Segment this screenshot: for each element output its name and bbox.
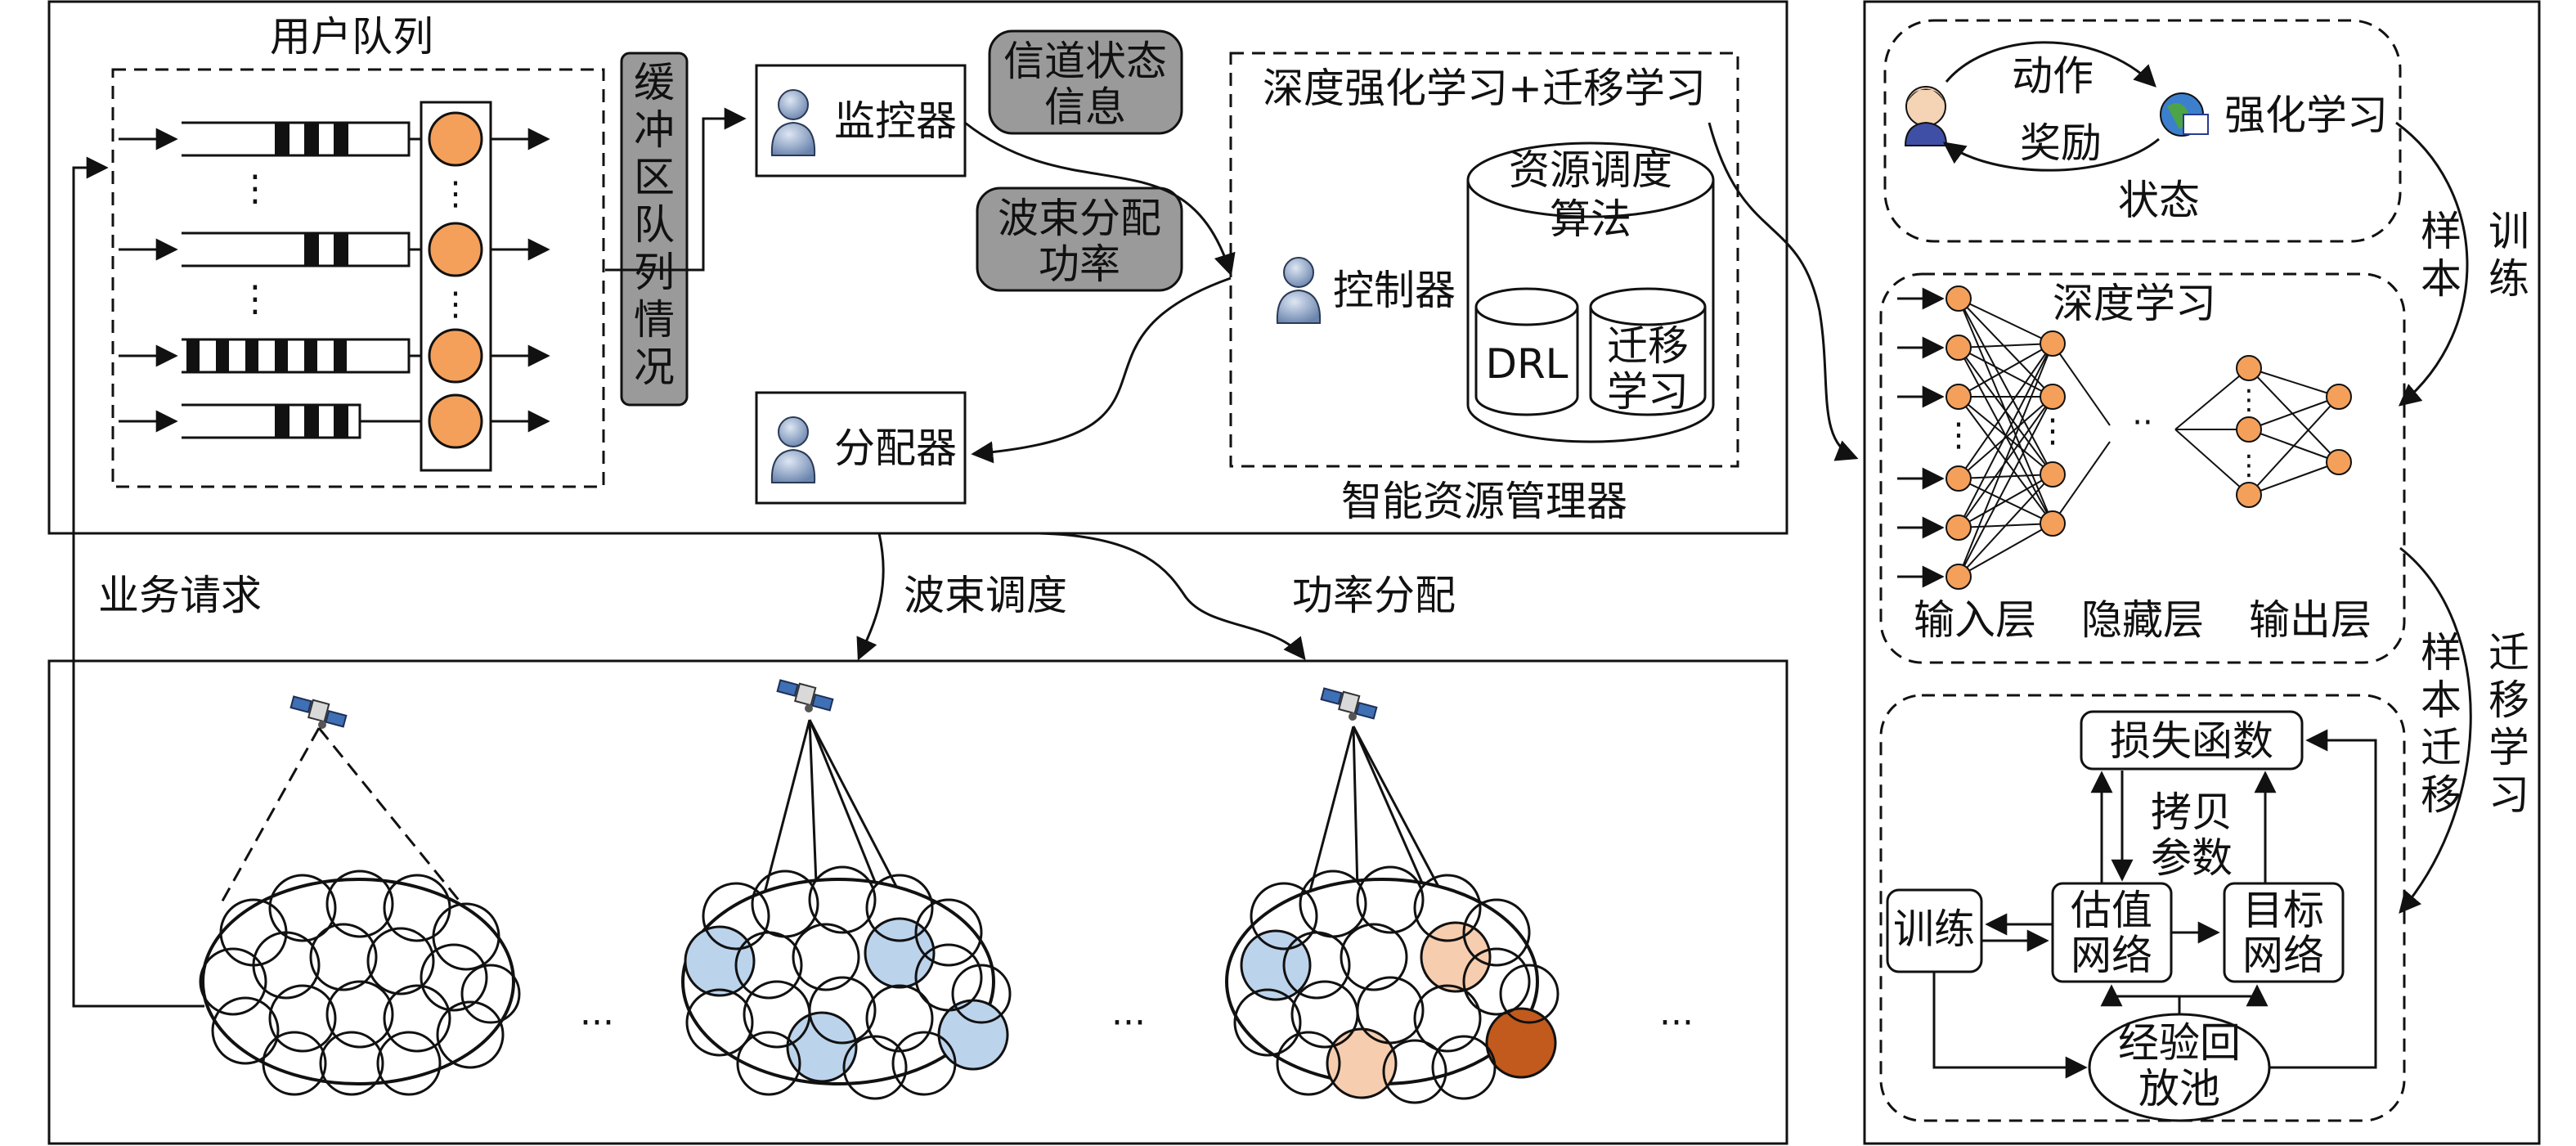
top-left-panel <box>47 0 1788 535</box>
channel-state-line2: 信息 <box>1044 83 1126 131</box>
svg-text:样: 样 <box>2421 629 2462 676</box>
satellite-beam-panel <box>47 659 1788 1145</box>
rl-state: 状态 <box>2118 177 2200 224</box>
svg-text:冲: 冲 <box>634 106 675 154</box>
svg-text:本: 本 <box>2421 676 2462 724</box>
copy-params-line1: 拷贝 <box>2151 789 2233 836</box>
svg-text:队: 队 <box>634 201 675 249</box>
buffer-status-bubble <box>620 52 689 407</box>
ellipsis-3: ··· <box>1659 1002 1694 1044</box>
coverage-cluster-1 <box>199 870 521 1096</box>
coverage-cluster-3 <box>1225 865 1560 1104</box>
neural-network: ⋮ ⋮ ⋮ ⋮ ·· <box>1897 285 2352 590</box>
svg-text:⋮: ⋮ <box>2235 384 2263 416</box>
svg-text:情: 情 <box>634 296 675 344</box>
loss-function-box <box>2080 710 2304 771</box>
svg-text:⋮: ⋮ <box>2036 412 2069 450</box>
copy-params-line2: 参数 <box>2151 834 2233 882</box>
svg-text:··: ·· <box>2132 404 2152 442</box>
svg-text:⋮: ⋮ <box>439 175 472 213</box>
target-net-line1: 目标 <box>2242 887 2324 934</box>
train-char-2: 练 <box>2488 255 2529 303</box>
user-queue-title: 用户队列 <box>270 13 433 61</box>
sample-transfer-label: 样 本 迁 移 <box>2421 629 2462 819</box>
buffer-status-label: 缓 冲 区 队 列 情 况 <box>634 59 675 391</box>
manager-footer: 智能资源管理器 <box>1341 478 1627 525</box>
ellipsis-1: ··· <box>580 1002 614 1044</box>
dqn-box <box>1879 694 2406 1122</box>
algo-line1: 资源调度 <box>1509 146 1672 194</box>
allocator-label: 分配器 <box>834 425 957 472</box>
output-layer-label: 输出层 <box>2249 596 2372 644</box>
satellite-icon-2 <box>776 679 834 713</box>
beam-scheduling-label: 波束调度 <box>904 572 1067 619</box>
estimate-net-line1: 估值 <box>2071 887 2152 934</box>
environment-globe-icon <box>2160 92 2209 137</box>
svg-text:缓: 缓 <box>634 59 675 106</box>
resource-manager-box <box>1229 52 1739 468</box>
queue-rows: ⋮ ⋮ ⋮ ⋮ <box>119 101 550 472</box>
deep-learning-box <box>1879 272 2406 664</box>
svg-text:⋮: ⋮ <box>237 278 273 320</box>
ellipsis-2: ··· <box>1111 1002 1146 1044</box>
hidden-layer-label: 隐藏层 <box>2081 596 2204 644</box>
user-queue-box <box>111 68 605 488</box>
algo-line2: 算法 <box>1550 195 1631 243</box>
svg-text:列: 列 <box>634 249 675 296</box>
transfer-learning-label: 迁 移 学 习 <box>2488 629 2529 819</box>
replay-line1: 经验回 <box>2118 1019 2241 1067</box>
svg-text:学: 学 <box>2488 724 2529 771</box>
sample-char-2: 本 <box>2421 255 2462 303</box>
controller-person-icon <box>1276 257 1322 324</box>
beam-power-bubble <box>976 187 1183 292</box>
beam-power-line2: 功率 <box>1039 240 1120 288</box>
coverage-cluster-2 <box>681 865 1012 1100</box>
monitor-label: 监控器 <box>834 97 957 145</box>
loss-function-label: 损失函数 <box>2110 717 2273 765</box>
svg-text:移: 移 <box>2488 676 2529 724</box>
channel-state-line1: 信道状态 <box>1003 38 1167 85</box>
agent-icon <box>1904 86 1948 146</box>
transfer-learning-cylinder <box>1589 287 1707 416</box>
transfer-line1: 迁移 <box>1607 322 1689 370</box>
svg-text:迁: 迁 <box>2488 629 2529 676</box>
satellite-icon-3 <box>1320 687 1378 721</box>
dqn-train-label: 训练 <box>1893 906 1975 953</box>
beam-power-line1: 波束分配 <box>998 195 1161 242</box>
svg-text:移: 移 <box>2421 771 2462 819</box>
monitor-box <box>755 64 967 178</box>
svg-text:⋮: ⋮ <box>2235 449 2263 482</box>
svg-text:迁: 迁 <box>2421 724 2462 771</box>
rl-action: 动作 <box>2012 52 2094 100</box>
svg-text:况: 况 <box>634 344 675 391</box>
drl-label: DRL <box>1485 340 1568 388</box>
train-char-1: 训 <box>2488 208 2529 255</box>
channel-state-bubble <box>988 29 1183 135</box>
rl-box <box>1883 19 2402 243</box>
sample-char-1: 样 <box>2421 208 2462 255</box>
replay-line2: 放池 <box>2138 1065 2220 1112</box>
estimate-net-line2: 网络 <box>2071 932 2152 979</box>
rl-label: 强化学习 <box>2224 92 2388 139</box>
satellite-icon-1 <box>289 695 348 730</box>
svg-text:⋮: ⋮ <box>1942 416 1975 454</box>
manager-header: 深度强化学习+迁移学习 <box>1263 65 1706 112</box>
target-network-box <box>2223 882 2345 983</box>
svg-text:习: 习 <box>2488 771 2529 819</box>
transfer-line2: 学习 <box>1607 368 1689 416</box>
deep-learning-title: 深度学习 <box>2053 280 2216 327</box>
svg-text:⋮: ⋮ <box>237 168 273 209</box>
target-net-line2: 网络 <box>2242 932 2324 979</box>
drl-cylinder <box>1474 287 1579 416</box>
allocator-box <box>755 391 967 505</box>
svg-text:区: 区 <box>634 154 675 201</box>
controller-label: 控制器 <box>1333 267 1456 314</box>
svg-text:⋮: ⋮ <box>439 285 472 323</box>
power-allocation-label: 功率分配 <box>1292 572 1456 619</box>
service-request-label: 业务请求 <box>98 572 262 619</box>
rl-reward: 奖励 <box>2020 119 2102 167</box>
learning-panel <box>1863 0 2541 1145</box>
input-layer-label: 输入层 <box>1914 596 2036 644</box>
